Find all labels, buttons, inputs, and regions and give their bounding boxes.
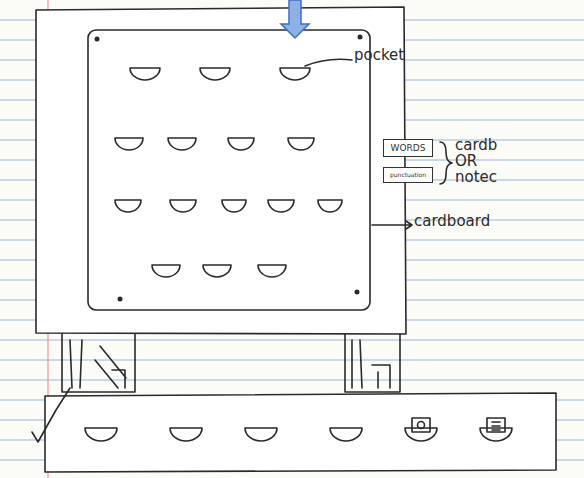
- base-tray: [45, 393, 556, 472]
- cardboard-panel: [88, 30, 370, 310]
- note-label: pocket: [354, 48, 424, 64]
- stand-legs: [62, 334, 400, 392]
- pin-dots: [95, 35, 363, 302]
- cardboard-leader: [372, 221, 412, 229]
- tray-pockets: [85, 418, 512, 441]
- check-mark: [32, 388, 70, 442]
- note-label: cardb OR notec: [455, 138, 507, 185]
- card-text: punctuation: [390, 172, 426, 178]
- card-text: WORDS: [391, 144, 426, 153]
- top-arrow: [281, 0, 309, 38]
- pockets: [115, 68, 342, 277]
- note-label: cardboard: [414, 214, 534, 230]
- brace: [440, 142, 452, 184]
- board-outline: [36, 7, 406, 334]
- note-card: WORDS: [383, 139, 433, 157]
- pocket-leader: [305, 59, 352, 66]
- note-card: punctuation: [383, 167, 433, 183]
